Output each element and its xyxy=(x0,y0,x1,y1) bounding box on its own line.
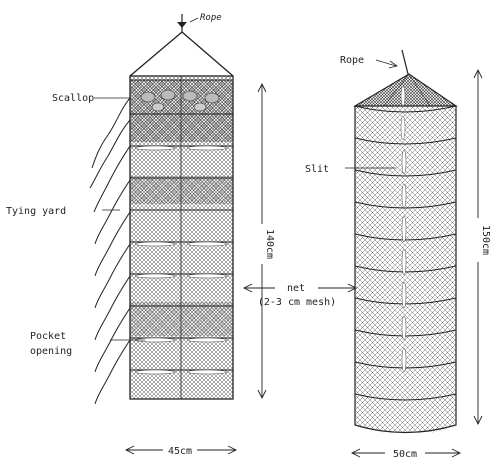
net-callout-arrows xyxy=(242,283,358,293)
scallop-shells xyxy=(140,89,220,112)
lantern-net-rope xyxy=(401,49,409,75)
lantern-net-slits xyxy=(400,85,407,373)
lantern-net xyxy=(345,49,458,434)
pocket-net-top-pocket xyxy=(130,80,233,142)
lantern-rope-pointer xyxy=(375,59,397,67)
pocket-net-rope-label: Rope xyxy=(200,13,222,23)
tying-yarns xyxy=(89,97,131,405)
pocket-net-height-dimension xyxy=(255,82,269,400)
pocket-openings xyxy=(134,145,228,375)
pocket-net-width-label: 45cm xyxy=(168,446,192,457)
pocket-net-height-label: 140cm xyxy=(264,229,275,259)
lantern-net-width-label: 50cm xyxy=(393,449,417,460)
pocket-opening-label-line2: opening xyxy=(30,346,72,357)
pocket-net xyxy=(89,14,234,405)
rope-hook-icon xyxy=(177,22,187,28)
tying-yard-label: Tying yard xyxy=(6,206,66,217)
net-mesh-label: (2-3 cm mesh) xyxy=(258,297,336,308)
pocket-net-right-rope xyxy=(181,31,234,77)
lantern-net-height-dimension xyxy=(471,68,485,426)
scallop-label: Scallop xyxy=(52,93,94,104)
pocket-net-shade-2 xyxy=(130,302,233,336)
lantern-net-width-dimension xyxy=(350,446,462,460)
pocket-net-left-rope xyxy=(129,31,183,77)
pocket-net-shade-1 xyxy=(130,176,233,204)
lantern-net-height-label: 150cm xyxy=(480,225,491,255)
net-label: net xyxy=(287,283,305,294)
lantern-net-rope-label: Rope xyxy=(340,55,364,66)
slit-label: Slit xyxy=(305,164,329,175)
pocket-net-width-dimension xyxy=(124,443,238,457)
pocket-opening-label-line1: Pocket xyxy=(30,331,66,342)
pocket-net-rope-pointer xyxy=(189,17,199,23)
